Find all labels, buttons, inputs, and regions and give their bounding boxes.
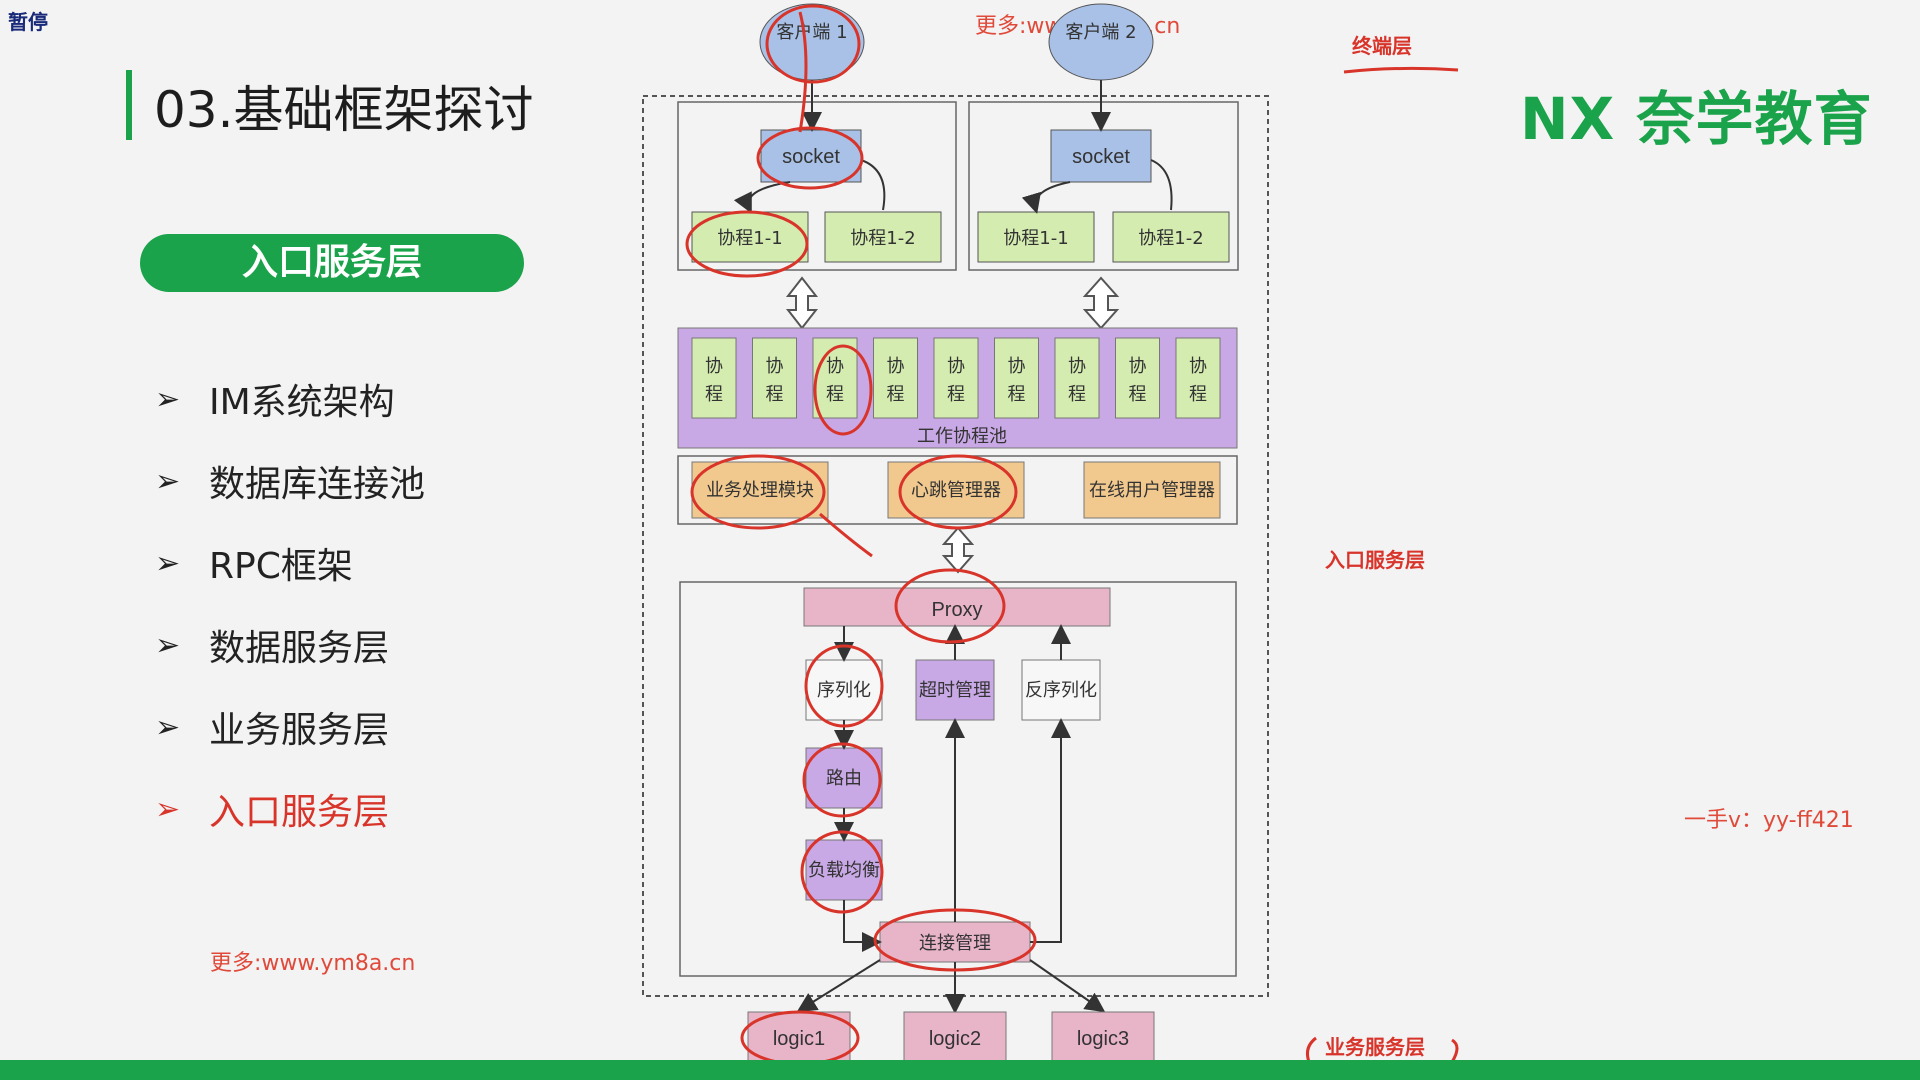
worker-cell-label: 程 [1129,384,1147,405]
menu-item-label: 入口服务层 [209,792,390,833]
annotation-business-layer: 业务服务层 [1325,1035,1425,1059]
module-label: 序列化 [817,680,871,701]
worker-coroutine-cell [812,337,858,419]
module-label: 超时管理 [919,680,991,701]
menu-item-label: 业务服务层 [209,710,390,751]
module-label: 路由 [826,768,862,789]
worker-cell-label: 协 [826,356,844,377]
business-module-box [691,461,829,519]
arrow-icon: ➢ [155,709,181,745]
menu-item-db-pool[interactable]: ➢ 数据库连接池 [155,440,425,522]
worker-cell-label: 协 [766,356,784,377]
worker-coroutine-cell [933,337,979,419]
worker-coroutine-cell [1054,337,1100,419]
menu-item-label: 数据服务层 [209,628,390,669]
socket-box [760,129,862,183]
worker-coroutine-cell [1175,337,1221,419]
worker-cell-label: 程 [1189,384,1207,405]
coroutine-box [1112,211,1230,263]
worker-coroutine-cell [994,337,1039,419]
contact-watermark: 一手v：yy-ff421 [1684,808,1854,833]
logic-label: logic2 [929,1028,981,1050]
menu-item-entry-service[interactable]: ➢ 入口服务层 [155,768,425,850]
manager-label: 业务处理模块 [706,480,814,501]
slide-menu: ➢ IM系统架构 ➢ 数据库连接池 ➢ RPC框架 ➢ 数据服务层 ➢ 业务服务层 ➢ 入口… [155,358,425,850]
coroutine-label: 协程1-2 [850,228,915,249]
worker-pool-label: 工作协程池 [917,426,1007,447]
menu-item-label: 数据库连接池 [209,464,426,505]
pause-indicator[interactable]: 暂停 [8,10,48,34]
worker-cell-label: 协 [1008,356,1026,377]
module-label: 负载均衡 [808,860,880,881]
coroutine-label: 协程1-1 [717,228,782,249]
watermark-left: 更多:www.ym8a.cn [210,951,416,976]
coroutine-box [824,211,942,263]
worker-cell-label: 程 [766,384,784,405]
menu-item-rpc[interactable]: ➢ RPC框架 [155,522,425,604]
router-box [805,747,883,809]
arrow-icon: ➢ [155,791,181,827]
worker-cell-label: 协 [1129,356,1147,377]
module-label: 连接管理 [919,933,991,954]
worker-cell-label: 程 [887,384,905,405]
worker-cell-label: 程 [826,384,844,405]
worker-cell-label: 协 [1068,356,1086,377]
manager-label: 在线用户管理器 [1089,480,1215,501]
worker-cell-label: 协 [887,356,905,377]
module-label: 反序列化 [1025,680,1097,701]
socket-label: socket [782,146,840,168]
worker-cell-label: 程 [1008,384,1026,405]
worker-cell-label: 程 [947,384,965,405]
worker-cell-label: 协 [1189,356,1207,377]
arrow-icon: ➢ [155,627,181,663]
coroutine-label: 协程1-2 [1138,228,1203,249]
worker-cell-label: 程 [705,384,723,405]
coroutine-box [977,211,1095,263]
arrow-icon: ➢ [155,463,181,499]
connection-group [968,101,1239,271]
worker-coroutine-cell [1115,337,1160,419]
manager-label: 心跳管理器 [911,480,1001,501]
deserialize-box [1021,659,1101,721]
proxy-container [679,581,1237,977]
online-user-manager-box [1083,461,1221,519]
section-pill: 入口服务层 [140,234,524,292]
worker-cell-label: 协 [705,356,723,377]
logo-mark: NX [1520,85,1616,153]
worker-cell-label: 程 [1068,384,1086,405]
menu-item-im-architecture[interactable]: ➢ IM系统架构 [155,358,425,440]
worker-coroutine-cell [691,337,737,419]
logic-label: logic1 [773,1028,825,1050]
annotation-entry-layer: 入口服务层 [1325,548,1425,572]
arrow-icon: ➢ [155,381,181,417]
worker-coroutine-cell [873,337,918,419]
client-label: 客户端 2 [1065,22,1136,43]
footer-bar [0,1060,1920,1080]
logic-node [1051,1011,1155,1065]
menu-item-business-service[interactable]: ➢ 业务服务层 [155,686,425,768]
brand-logo: NX 奈学教育 [1520,72,1872,156]
connection-group [677,101,957,271]
menu-item-label: RPC框架 [209,546,353,587]
title-accent-bar [126,70,132,140]
annotation-terminal-layer: 终端层 [1352,34,1412,58]
proxy-label: Proxy [931,599,982,621]
worker-cell-label: 协 [947,356,965,377]
socket-box [1050,129,1152,183]
socket-label: socket [1072,146,1130,168]
logo-text: 奈学教育 [1636,85,1873,153]
menu-item-data-service[interactable]: ➢ 数据服务层 [155,604,425,686]
client-label: 客户端 1 [776,22,847,43]
coroutine-label: 协程1-1 [1003,228,1068,249]
slide-title: 03.基础框架探讨 [154,81,534,139]
arrow-icon: ➢ [155,545,181,581]
worker-coroutine-cell [752,337,797,419]
logic-label: logic3 [1077,1028,1129,1050]
menu-item-label: IM系统架构 [209,382,395,423]
load-balancer-box [805,839,883,901]
